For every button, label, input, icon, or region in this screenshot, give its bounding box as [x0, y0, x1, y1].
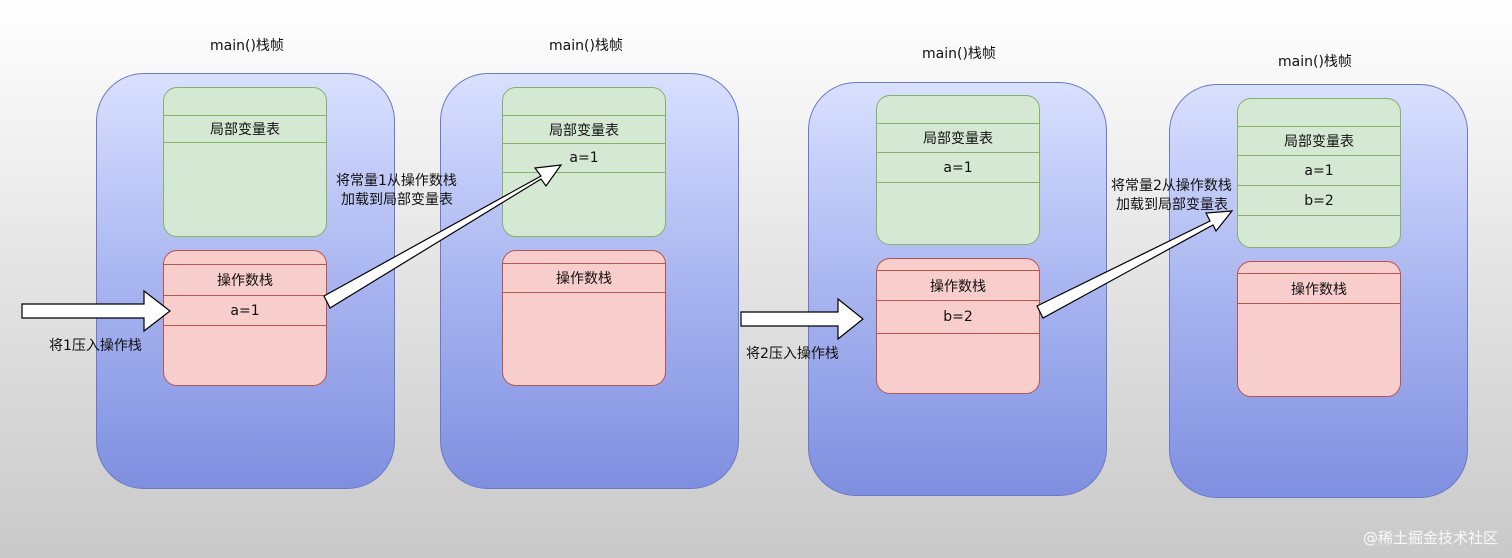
load-2-arrow: [1036, 210, 1234, 319]
push-2-arrow: [740, 297, 864, 341]
load-2-label-line1: 将常量2从操作数栈: [1111, 178, 1232, 194]
load-2-label-line2: 加载到局部变量表: [1116, 197, 1228, 213]
frame-2-operand-stack: 操作数栈: [502, 250, 666, 386]
frame-1-title: main()栈帧: [210, 38, 284, 54]
frame-1-operand-stack: 操作数栈 a=1: [163, 250, 327, 386]
operand-stack-header: 操作数栈: [503, 263, 665, 293]
local-table-header: 局部变量表: [877, 123, 1039, 153]
operand-stack-header: 操作数栈: [1238, 273, 1400, 304]
push-1-arrow: [21, 289, 171, 333]
frame-2-title: main()栈帧: [549, 38, 623, 54]
stack-entry: b=2: [877, 301, 1039, 334]
push-1-label: 将1压入操作栈: [49, 338, 142, 354]
local-table-header: 局部变量表: [1238, 126, 1400, 156]
frame-1-local-table: 局部变量表: [163, 87, 327, 237]
stack-entry: a=1: [164, 296, 326, 326]
load-1-label-line1: 将常量1从操作数栈: [336, 173, 457, 189]
local-entry: a=1: [1238, 156, 1400, 186]
frame-4-title: main()栈帧: [1278, 54, 1352, 70]
operand-stack-header: 操作数栈: [877, 270, 1039, 301]
local-table-header: 局部变量表: [164, 115, 326, 143]
local-table-header: 局部变量表: [503, 115, 665, 144]
load-1-label-line2: 加载到局部变量表: [341, 192, 453, 208]
frame-3-title: main()栈帧: [922, 46, 996, 62]
frame-4-local-table: 局部变量表 a=1 b=2: [1237, 98, 1401, 248]
load-1-arrow: [323, 164, 563, 309]
frame-2-local-table: 局部变量表 a=1: [502, 87, 666, 237]
watermark: @稀土掘金技术社区: [1362, 529, 1498, 547]
push-2-label: 将2压入操作栈: [746, 346, 839, 362]
frame-3-operand-stack: 操作数栈 b=2: [876, 258, 1040, 394]
operand-stack-header: 操作数栈: [164, 264, 326, 296]
frame-4-operand-stack: 操作数栈: [1237, 261, 1401, 397]
local-entry: a=1: [503, 144, 665, 173]
local-entry: a=1: [877, 153, 1039, 183]
frame-3-local-table: 局部变量表 a=1: [876, 95, 1040, 245]
local-entry: b=2: [1238, 186, 1400, 216]
